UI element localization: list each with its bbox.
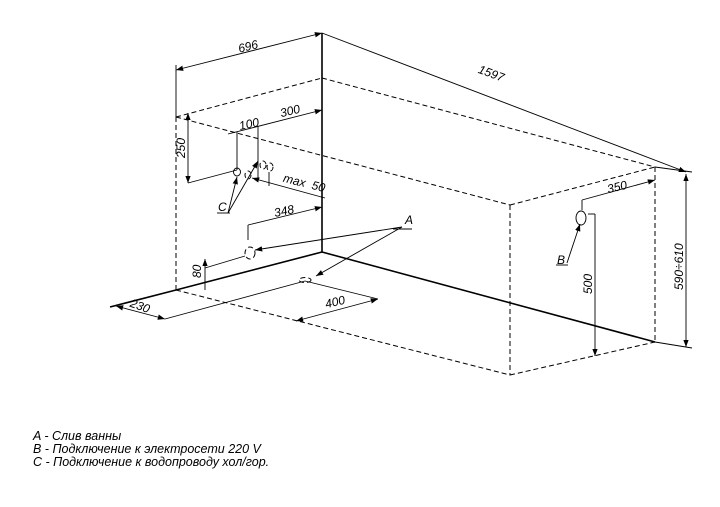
bathtub-hidden-edges [175,77,656,376]
width-label: 696 [237,37,260,56]
legend: A - Слив ванны B - Подключение к электро… [33,430,269,469]
length-label: 1597 [476,62,507,85]
floor-drain-outlet [298,277,312,283]
electrical-socket [575,210,587,226]
leader-lines [217,160,581,277]
floor-drain-offset-label: 400 [324,293,347,312]
legend-item-b: B - Подключение к электросети 220 V [33,442,261,456]
height-range-label: 590÷610 [672,243,686,290]
drain-offset-label: 348 [273,202,296,220]
wall-drain-outlet [244,246,256,260]
tap-hot-outlet-2 [266,162,274,172]
marker-b: B [557,253,565,267]
tap-offset-label: 300 [279,102,302,121]
dimension-lines [115,32,693,356]
socket-height-label: 500 [581,274,595,294]
tap-height-label: 250 [174,138,188,159]
marker-a: A [404,213,413,227]
tap-spacing-label: 100 [238,115,261,133]
connection-points [233,160,587,283]
marker-c: C [218,200,227,214]
tap-cold-outlet-2 [244,170,252,180]
tap-cold-outlet [233,167,241,177]
legend-item-c: C - Подключение к водопроводу хол/гор. [33,455,270,469]
tap-hot-outlet [259,160,267,170]
bathtub-outline [109,33,656,343]
socket-offset-label: 350 [606,178,629,197]
legend-item-a: A - Слив ванны [33,429,122,443]
floor-drain-depth-label: 230 [127,296,152,316]
tap-protrusion-label: max 50 [282,171,327,195]
drain-height-label: 80 [190,264,204,278]
